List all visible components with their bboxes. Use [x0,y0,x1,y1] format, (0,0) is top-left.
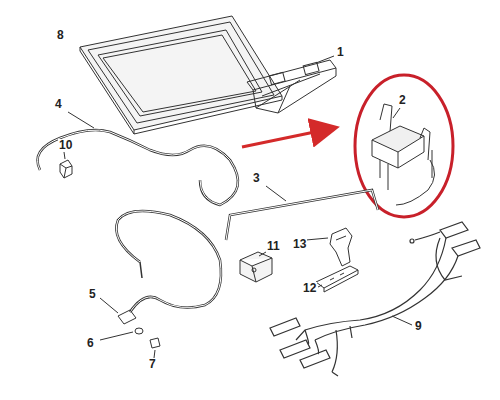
bracket-part [240,252,272,282]
connector-part [118,310,136,324]
callout-number: 10 [58,139,73,151]
callout-number: 9 [414,320,423,332]
rod-part [226,190,378,240]
leader-line [306,238,328,240]
leader-line [100,332,133,340]
leader-line [266,186,286,201]
leader-line [154,350,155,358]
leader-line [64,152,65,159]
leader-line [393,108,400,118]
rod-part [226,190,378,240]
switch-part [330,228,352,266]
callout-number: 12 [302,282,317,294]
leader-line [316,56,334,63]
callout-number: 8 [56,29,65,41]
callout-number: 5 [88,288,97,300]
switch-part [372,104,435,205]
callout-number: 13 [292,238,307,250]
clip-part [60,160,72,178]
callout-number: 11 [266,240,281,252]
leader-line [392,316,412,325]
cap-part [150,338,160,348]
terminal-block-part [316,266,358,292]
leader-line [259,252,266,256]
callout-number: 2 [398,94,407,106]
callout-number: 4 [54,98,63,110]
callout-number: 6 [86,337,95,349]
callout-number: 7 [148,358,157,370]
frame-part [80,16,282,134]
hose-part [116,211,221,312]
leader-line [68,112,94,128]
ring-part [135,328,143,334]
highlight-arrow [242,128,334,147]
tube-part [38,130,239,205]
callout-number: 3 [252,172,261,184]
leader-line [100,298,118,313]
bracket-part [247,60,336,113]
callout-number: 1 [336,46,345,58]
leader-line [318,285,322,287]
hose-part [116,211,221,312]
highlight-ellipse [355,75,453,217]
tube-part [38,130,239,205]
wire-harness-part [270,222,480,376]
